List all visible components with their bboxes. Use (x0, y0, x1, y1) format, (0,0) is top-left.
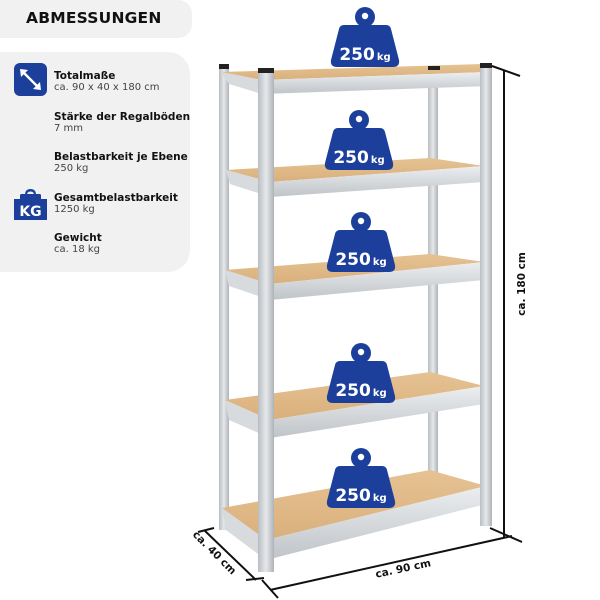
shelf-1 (221, 64, 488, 94)
spec-load-per-level: Belastbarkeit je Ebene 250 kg (54, 151, 188, 175)
badge-unit: kg (372, 257, 387, 268)
diagonal-arrows-icon (14, 63, 47, 96)
kg-weight-icon: KG (14, 187, 47, 220)
badge-unit: kg (372, 388, 387, 399)
spec-label: Gesamtbelastbarkeit (54, 192, 178, 204)
spec-value: ca. 18 kg (54, 244, 101, 255)
spec-total-load: Gesamtbelastbarkeit 1250 kg (54, 192, 178, 216)
badge-number: 250 (333, 148, 369, 168)
badge-unit: kg (376, 52, 391, 63)
spec-value: ca. 90 x 40 x 180 cm (54, 82, 160, 93)
badge-number: 250 (339, 45, 375, 65)
badge-number: 250 (335, 486, 371, 506)
dimension-lines (197, 65, 523, 599)
spec-value: 1250 kg (54, 204, 95, 215)
spec-shelf-thickness: Stärke der Regalböden 7 mm (54, 111, 190, 135)
spec-label: Totalmaße (54, 70, 116, 82)
spec-value: 7 mm (54, 123, 84, 134)
header-bar: ABMESSUNGEN (0, 0, 192, 38)
height-dimension-label: ca. 180 cm (515, 252, 528, 316)
badge-number: 250 (335, 250, 371, 270)
header-title: ABMESSUNGEN (26, 9, 162, 27)
spec-label: Belastbarkeit je Ebene (54, 151, 188, 163)
spec-weight: Gewicht ca. 18 kg (54, 232, 102, 256)
badge-number: 250 (335, 381, 371, 401)
badge-unit: kg (370, 155, 385, 166)
badge-unit: kg (372, 493, 387, 504)
svg-text:KG: KG (19, 204, 41, 220)
spec-label: Stärke der Regalböden (54, 111, 191, 123)
spec-total-dimensions: Totalmaße ca. 90 x 40 x 180 cm (54, 70, 160, 94)
spec-value: 250 kg (54, 163, 89, 174)
front-posts (219, 63, 492, 572)
spec-label: Gewicht (54, 232, 102, 244)
